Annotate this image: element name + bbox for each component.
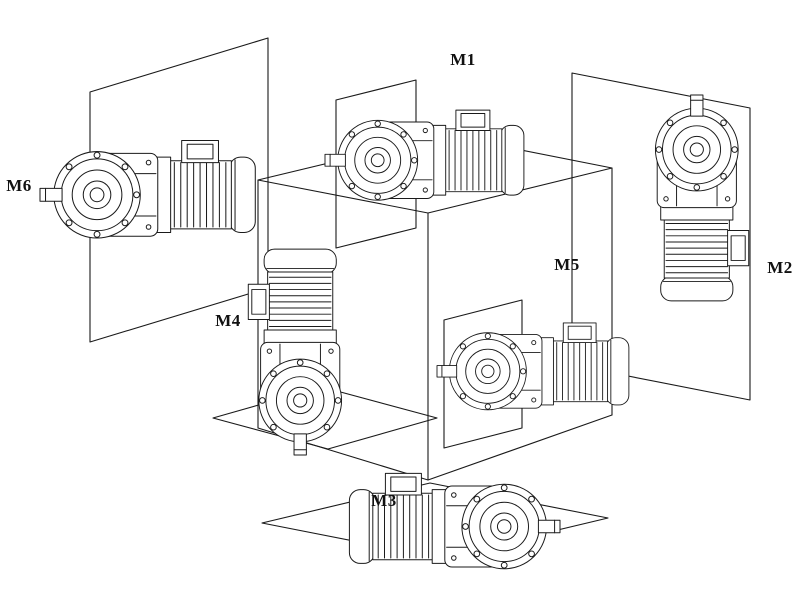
label-m2: M2 — [767, 258, 793, 277]
mounting-plane-m5 — [443, 299, 523, 449]
gearmotor-m5 — [436, 322, 630, 411]
label-m6: M6 — [6, 176, 32, 195]
label-m1: M1 — [450, 50, 476, 69]
gearmotor-m2 — [654, 94, 750, 302]
label-m4: M4 — [215, 311, 241, 330]
mounting-plane-m1 — [335, 79, 417, 249]
gearmotor-m3 — [348, 472, 561, 570]
label-m3: M3 — [371, 491, 397, 510]
label-m5: M5 — [554, 255, 580, 274]
gearmotor-m6 — [39, 140, 256, 239]
gearmotor-m1 — [324, 109, 525, 201]
gearmotor-m4 — [247, 248, 343, 456]
